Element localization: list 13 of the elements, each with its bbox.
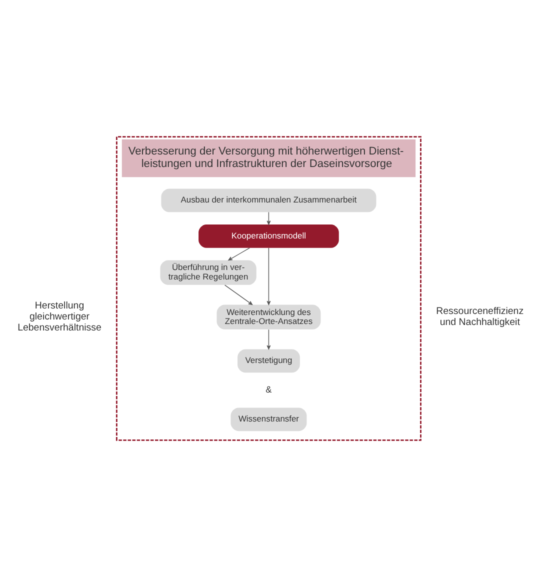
node-box: Überführung in ver- tragliche Regelungen <box>160 260 256 285</box>
node-box: Wissenstransfer <box>230 408 307 432</box>
node-box: Weiterentwicklung des Zentrale-Orte-Ansatzes <box>216 304 321 330</box>
arrow <box>266 248 271 306</box>
node-box: Verstetigung <box>238 349 300 373</box>
arrow <box>224 284 253 305</box>
label: Herstellung gleichwertiger Lebensverhältnisse <box>18 300 102 334</box>
arrow <box>228 248 250 261</box>
label: Ressourceneffizienz und Nachhaltigkeit <box>436 306 524 328</box>
label: & <box>266 384 272 395</box>
node-box: Kooperationsmodell <box>198 224 339 248</box>
arrow <box>266 329 271 350</box>
node-box: Ausbau der interkommunalen Zusammenarbeit <box>161 188 376 212</box>
